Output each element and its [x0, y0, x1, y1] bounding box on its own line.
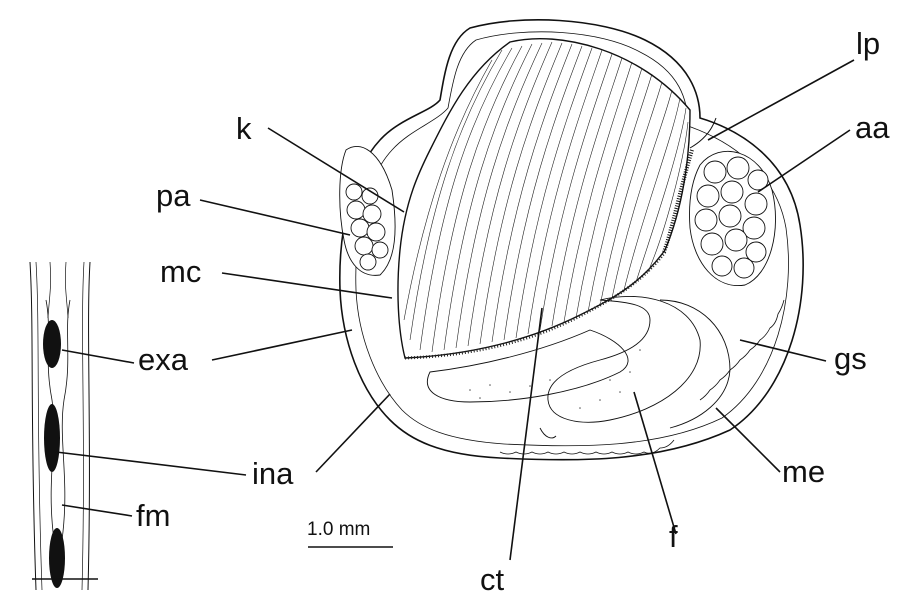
ina-lumen [44, 404, 60, 472]
label-gs: gs [834, 343, 867, 374]
leader-fm [62, 505, 132, 516]
leader-me [716, 408, 780, 472]
leader-aa [758, 130, 850, 192]
leader-lp [708, 60, 854, 140]
leader-f [634, 392, 676, 534]
leader-exa-left [62, 350, 134, 363]
label-ct: ct [480, 564, 504, 595]
anterior-adductor [689, 151, 775, 285]
posterior-adductor [340, 146, 395, 275]
leader-pa [200, 200, 350, 235]
label-f: f [669, 521, 678, 552]
leader-ina-left [56, 452, 246, 475]
exa-lumen [43, 320, 61, 368]
label-mc: mc [160, 256, 201, 287]
leader-exa [212, 330, 352, 360]
scale-bar-label: 1.0 mm [307, 519, 370, 541]
label-me: me [782, 456, 825, 487]
label-ina: ina [252, 458, 293, 489]
strip-dark-lumens [43, 320, 65, 588]
label-k: k [236, 113, 252, 144]
leader-ct [510, 308, 542, 560]
stippling [469, 349, 641, 409]
label-pa: pa [156, 180, 190, 211]
label-aa: aa [855, 112, 889, 143]
label-exa: exa [138, 344, 188, 375]
label-fm: fm [136, 500, 170, 531]
leader-ina [316, 394, 390, 472]
leader-mc [222, 273, 392, 298]
leader-gs [740, 340, 826, 361]
label-lp: lp [856, 28, 880, 59]
